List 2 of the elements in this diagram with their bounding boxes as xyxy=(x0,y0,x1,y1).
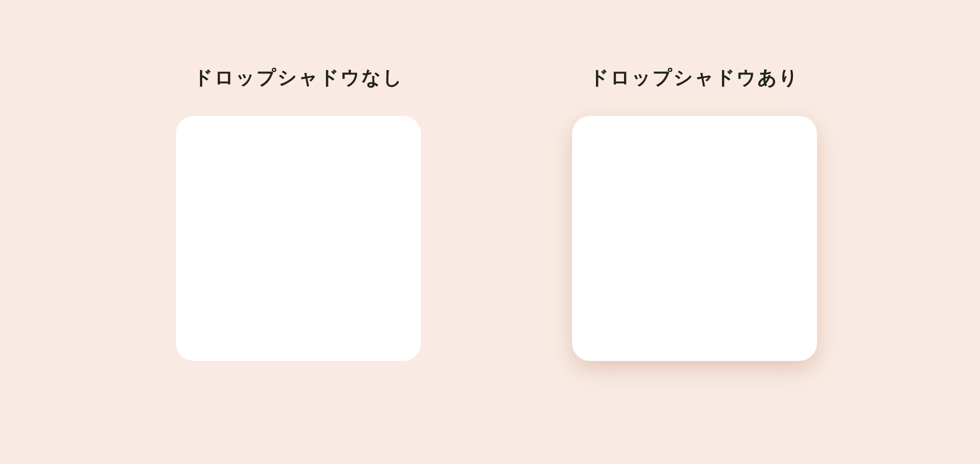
heading: ドロップシャドウなし xyxy=(192,66,404,90)
heading: ドロップシャドウあり xyxy=(588,66,800,90)
